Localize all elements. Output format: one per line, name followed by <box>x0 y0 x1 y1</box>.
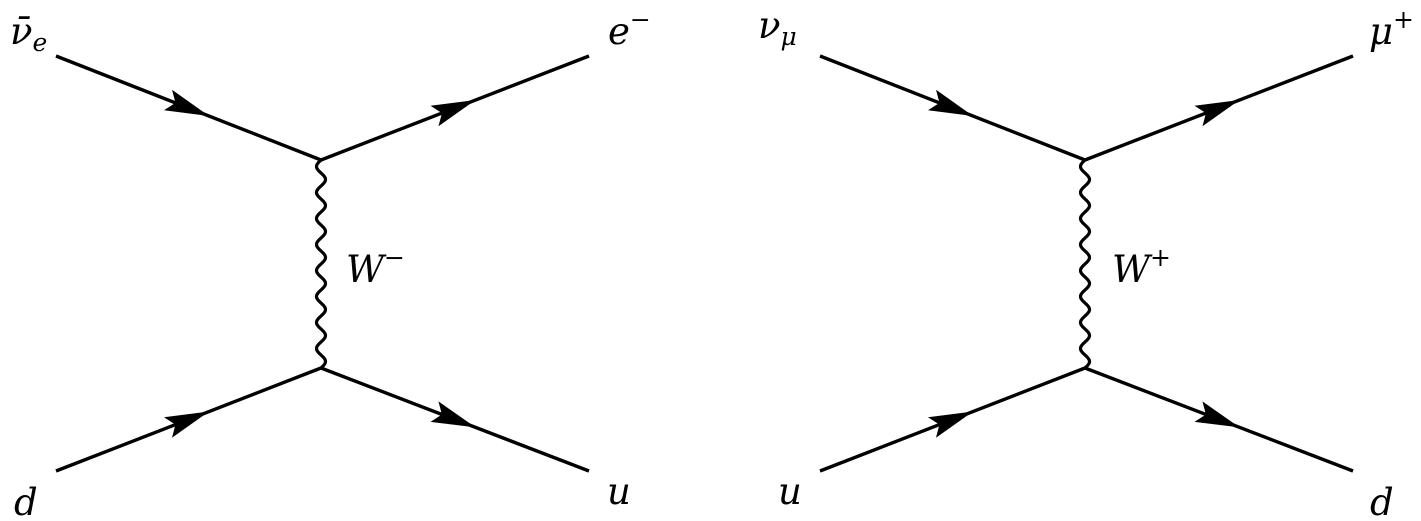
label-bottom-right: u <box>607 470 631 513</box>
arrow-incoming-top <box>164 89 209 117</box>
diagram-left: ν̄e e− W− d u <box>10 5 651 521</box>
label-bottom-right: d <box>1370 481 1394 521</box>
arrowhead <box>164 89 209 117</box>
arrowhead <box>430 100 476 127</box>
arrow-incoming-bottom <box>928 411 974 438</box>
arrow-outgoing-bottom <box>1194 401 1240 428</box>
label-top-right-symbol: μ <box>1369 10 1393 53</box>
arrow-outgoing-top <box>1194 100 1240 127</box>
label-top-left: ν̄e <box>10 10 47 57</box>
arrowhead <box>1194 100 1240 127</box>
label-top-left: νμ <box>758 4 797 51</box>
label-propagator: W+ <box>1112 243 1171 291</box>
label-top-left-subscript: e <box>33 28 48 57</box>
label-top-left-subscript: μ <box>781 22 797 51</box>
arrowhead <box>928 411 974 438</box>
label-top-right-symbol: e <box>608 10 630 53</box>
arrow-incoming-bottom <box>164 411 210 438</box>
arrow-incoming-top <box>928 89 973 117</box>
label-top-right: μ+ <box>1369 5 1414 53</box>
label-top-left-symbol: ν̄ <box>10 10 33 53</box>
arrow-outgoing-top <box>430 100 476 127</box>
label-top-right-superscript: − <box>630 5 651 34</box>
label-propagator-symbol: W <box>1112 248 1153 291</box>
arrowhead <box>928 89 973 117</box>
diagram-right: νμ μ+ W+ u d <box>758 4 1414 521</box>
label-propagator-superscript: + <box>1150 243 1171 272</box>
label-bottom-left: u <box>778 470 802 513</box>
w-boson-propagator <box>314 158 328 370</box>
label-top-right: e− <box>608 5 651 53</box>
label-propagator-superscript: − <box>384 243 405 272</box>
label-propagator: W− <box>346 243 405 291</box>
arrowhead <box>430 401 476 428</box>
arrowhead <box>164 411 210 438</box>
label-top-left-symbol: ν <box>758 4 781 47</box>
arrowhead <box>1194 401 1240 428</box>
label-propagator-symbol: W <box>346 248 387 291</box>
w-boson-propagator <box>1078 158 1092 370</box>
label-top-right-superscript: + <box>1393 5 1414 34</box>
arrow-outgoing-bottom <box>430 401 476 428</box>
label-bottom-left: d <box>14 481 38 521</box>
